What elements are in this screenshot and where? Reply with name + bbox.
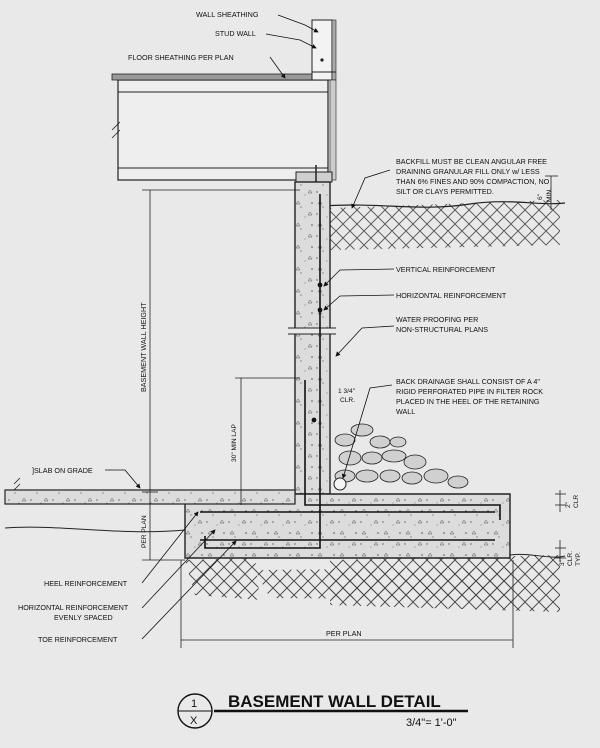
label-back-drainage-4: WALL [396,407,415,416]
label-per-plan-horizontal: PER PLAN [326,629,362,638]
label-toe-reinforcement: TOE REINFORCEMENT [38,635,118,644]
title-block: 1 X BASEMENT WALL DETAIL 3/4"= 1'-0" [177,692,468,729]
svg-text:6": 6" [537,193,544,200]
label-clr-134-1: 1 3/4" [338,388,356,395]
label-clr-3: 3" CLR. TYP. [559,551,582,566]
label-slab-on-grade: ]SLAB ON GRADE [32,466,93,475]
label-basement-wall-height: BASEMENT WALL HEIGHT [139,302,148,392]
backfill-earth [330,200,560,250]
label-waterproofing-2: NON-STRUCTURAL PLANS [396,325,488,334]
svg-text:TYP.: TYP. [575,552,582,566]
svg-text:CLR: CLR [573,495,580,508]
svg-text:3": 3" [559,559,566,566]
label-backfill-1: BACKFILL MUST BE CLEAN ANGULAR FREE [396,157,547,166]
svg-text:MIN.: MIN. [546,188,553,202]
ground-line-left [4,526,186,533]
subgrade-earth-left [185,558,260,600]
label-vertical-reinforcement: VERTICAL REINFORCEMENT [396,265,496,274]
label-horizontal-reinforcement: HORIZONTAL REINFORCEMENT [396,291,507,300]
dimension-lines [142,175,566,648]
footing [184,493,511,559]
label-back-drainage-2: RIGID PERFORATED PIPE IN FILTER ROCK [396,387,543,396]
svg-text:CLR.: CLR. [567,551,574,566]
wall-break [288,327,336,335]
ground-line-right [509,553,566,558]
label-waterproofing-1: WATER PROOFING PER [396,315,478,324]
drain-pipe [333,477,347,491]
detail-scale: 3/4"= 1'-0" [406,717,457,729]
label-floor-sheathing: FLOOR SHEATHING PER PLAN [128,53,234,62]
stud-wall [311,19,337,181]
label-backfill-4: SILT OR CLAYS PERMITTED. [396,187,494,196]
detail-title: BASEMENT WALL DETAIL [228,692,441,711]
label-clr-2: 2" CLR [565,495,580,508]
reinforcement [200,194,501,549]
floor-framing [111,73,335,181]
label-backfill-3: THAN 6% FINES AND 90% COMPACTION, NO [396,177,550,186]
sheet-number: X [190,715,198,727]
label-clr-134-2: CLR. [340,397,355,404]
label-backfill-2: DRAINING GRANULAR FILL ONLY w/ LESS [396,167,540,176]
label-horizontal-evenly-1: HORIZONTAL REINFORCEMENT [18,603,129,612]
label-wall-sheathing: WALL SHEATHING [196,10,259,19]
label-stud-wall: STUD WALL [215,29,256,38]
label-back-drainage-1: BACK DRAINAGE SHALL CONSIST OF A 4" [396,377,540,386]
leader-lines [105,14,395,640]
subgrade-earth-bottom [255,568,510,600]
label-back-drainage-3: PLACED IN THE HEEL OF THE RETAINING [396,397,540,406]
label-horizontal-evenly-2: EVENLY SPACED [54,613,113,622]
slab-break [13,477,21,491]
grade-line-right [324,201,566,208]
label-six-min: 6" MIN. [537,188,553,202]
detail-number: 1 [191,698,197,710]
label-per-plan-vertical: PER PLAN [141,515,148,548]
label-min-lap: 30" MIN LAP [231,424,238,462]
drain-rock [334,423,469,489]
foundation-wall [294,181,331,495]
svg-text:2": 2" [565,501,572,508]
label-heel-reinforcement: HEEL REINFORCEMENT [44,579,128,588]
